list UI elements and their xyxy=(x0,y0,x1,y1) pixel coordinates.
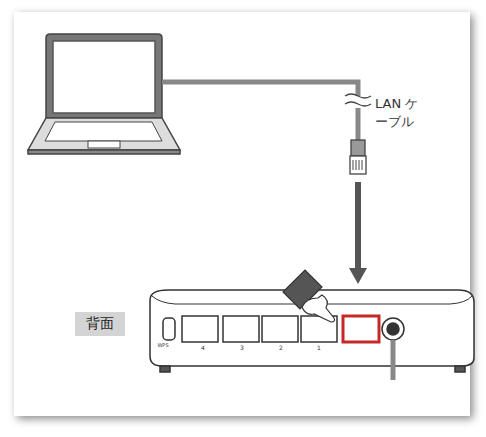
lan-cable xyxy=(162,82,358,140)
cable-label: LAN ケーブル xyxy=(375,95,431,130)
port-label: 2 xyxy=(279,344,283,351)
port-label: 4 xyxy=(201,344,205,351)
insert-arrow-head xyxy=(349,268,367,284)
label-text: 背面 xyxy=(86,315,114,333)
port-label: 3 xyxy=(240,344,244,351)
port-label: WPS xyxy=(157,342,168,348)
power-cable xyxy=(391,340,396,380)
cable-break xyxy=(345,94,371,106)
laptop xyxy=(28,34,180,154)
router xyxy=(150,290,474,372)
pointing-hand xyxy=(283,270,335,322)
port-label: 1 xyxy=(317,344,321,351)
rj45-connector xyxy=(350,140,366,174)
insert-arrow xyxy=(355,182,361,270)
panel-label: 背面 xyxy=(75,312,125,336)
